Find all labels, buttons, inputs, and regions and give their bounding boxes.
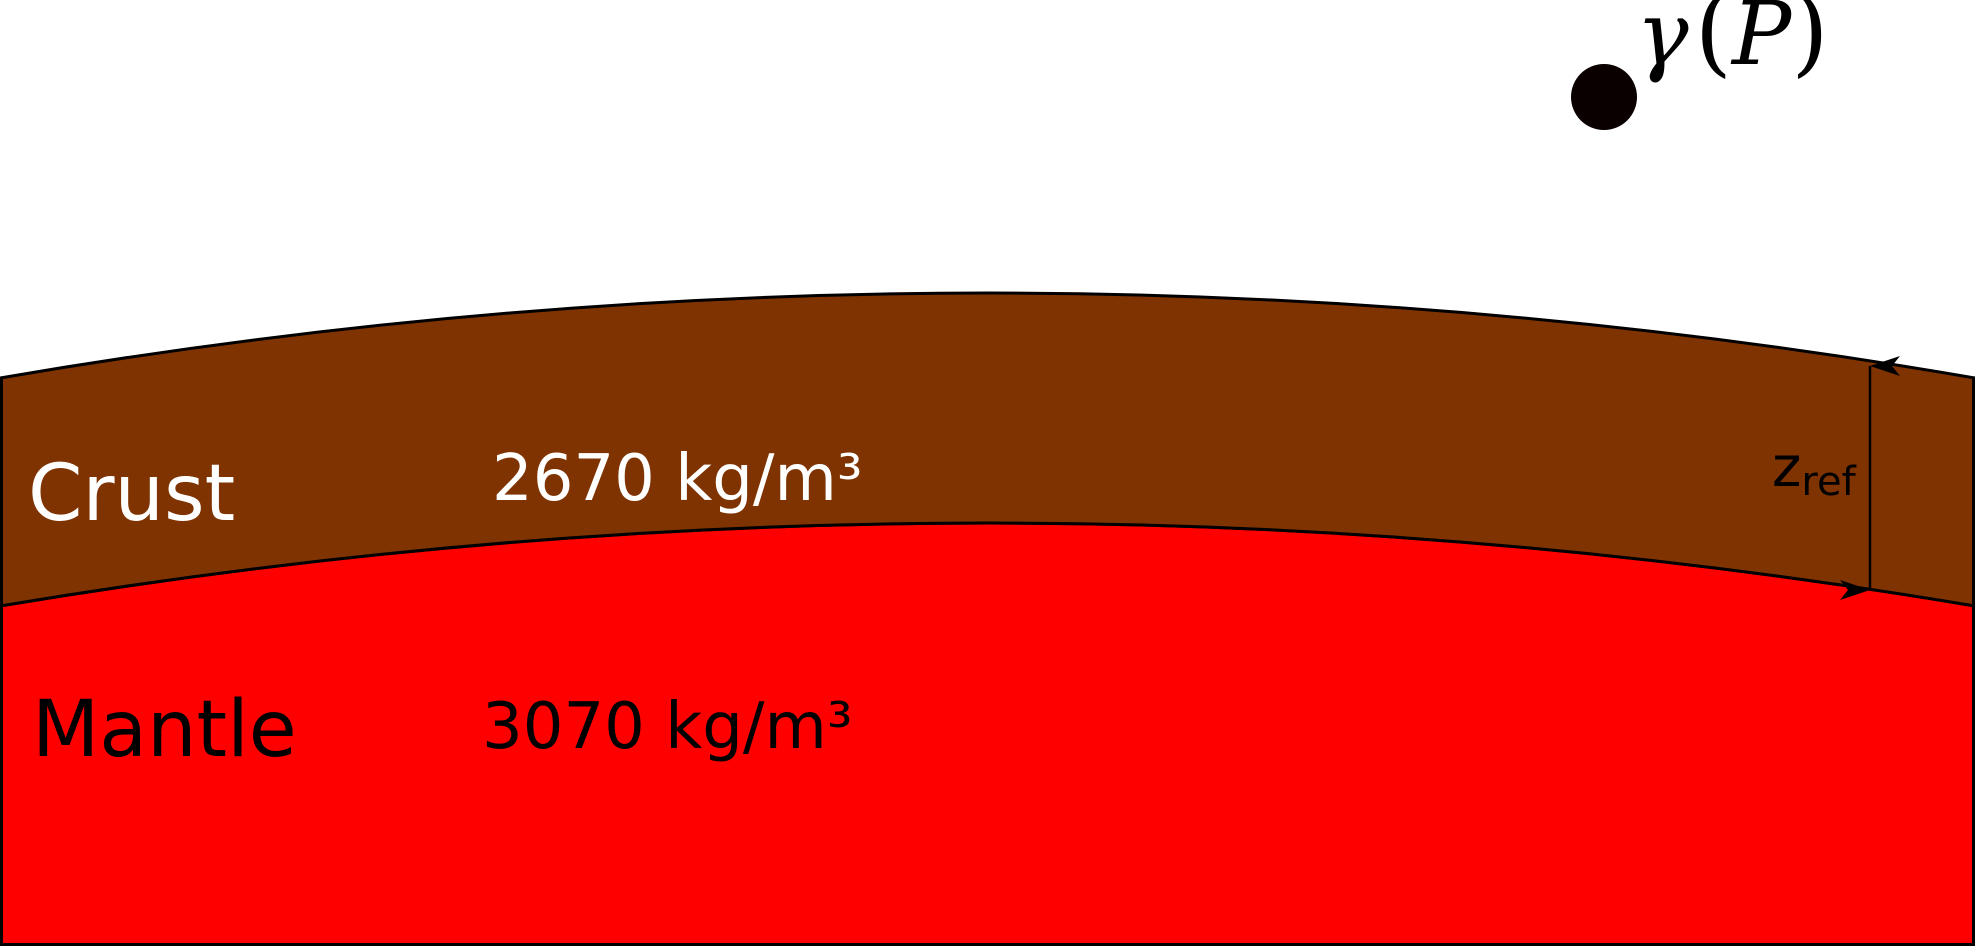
reference-depth-subscript: ref [1801, 459, 1856, 505]
observation-point-marker [1571, 64, 1637, 130]
gravity-at-point-label: γ(P) [1636, 0, 1829, 87]
reference-depth-label: zref [1772, 435, 1857, 505]
crust-label: Crust [28, 449, 235, 539]
mantle-density-label: 3070 kg/m³ [482, 690, 852, 764]
gravity-symbol: γ [1636, 0, 1689, 85]
crust-density-label: 2670 kg/m³ [492, 442, 862, 516]
mantle-label: Mantle [32, 685, 297, 775]
reference-depth-symbol: z [1772, 435, 1801, 500]
close-paren: ) [1791, 0, 1828, 87]
crust-layer [0, 291, 1975, 608]
point-argument: P [1730, 0, 1793, 85]
open-paren: ( [1695, 0, 1732, 87]
